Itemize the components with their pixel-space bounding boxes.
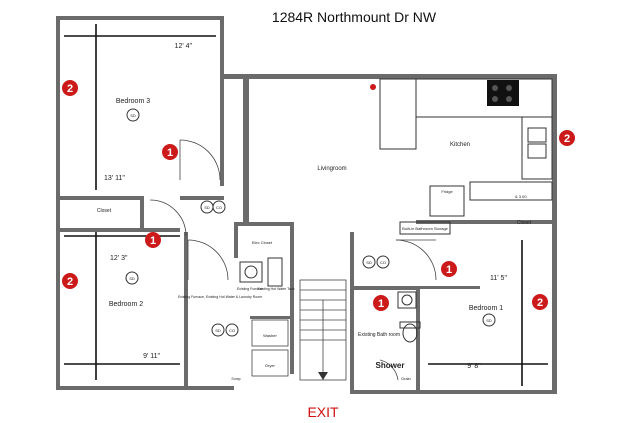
- co-detector-icon: [212, 200, 226, 214]
- stairs: [299, 279, 347, 381]
- kitchen-label: Kitchen: [450, 142, 470, 148]
- closet-right-label: Closet: [517, 220, 532, 226]
- svg-text:1: 1: [167, 147, 173, 159]
- built-in-storage-label: Built-in Bathroom Storage: [402, 226, 449, 231]
- svg-text:2: 2: [67, 276, 73, 288]
- egress-markers: 2 1 1 2 2 1 1 2: [62, 80, 575, 311]
- shower-drain-label: Drain: [401, 376, 411, 381]
- bedroom1-height: 11' 5": [490, 275, 507, 282]
- svg-text:SD: SD: [366, 260, 372, 265]
- bedroom3-width: 12' 4": [175, 43, 193, 50]
- washer: [251, 319, 289, 347]
- marker-two-bedroom2: 2: [62, 273, 78, 289]
- fridge-label: Fridge: [441, 189, 453, 194]
- laundry-label: Existing Furnace, Existing Hot Water & L…: [178, 295, 262, 299]
- bedroom2-label: Bedroom 2: [109, 301, 143, 308]
- svg-text:SD: SD: [130, 113, 136, 118]
- furnace-icons: [239, 257, 283, 287]
- doors: [149, 139, 437, 381]
- co-detector-icon: [376, 255, 390, 269]
- shower-label: Shower: [376, 361, 405, 370]
- bathroom-fixtures: [397, 291, 421, 343]
- marker-one-bedroom3: 1: [162, 144, 178, 160]
- bathroom-label: Existing Bath room: [358, 332, 400, 338]
- marker-dot: [370, 84, 376, 90]
- livingroom-label: Livingroom: [317, 166, 346, 172]
- smoke-detector-icon: [125, 271, 139, 285]
- kitchen-counters: Fridge & 3.00 Built-in Bathroom Storage: [379, 78, 553, 235]
- detector-symbols: SD SD CO SD SD CO SD CO SD: [125, 108, 496, 337]
- washer-label: Washer: [263, 333, 277, 338]
- marker-two-bedroom3: 2: [62, 80, 78, 96]
- svg-text:2: 2: [537, 297, 543, 309]
- hot-water-label: Existing Hot Water Tank: [257, 287, 294, 291]
- closet-left-label: Closet: [97, 208, 112, 214]
- marker-two-bedroom1: 2: [532, 294, 548, 310]
- smoke-detector-icon: [482, 313, 496, 327]
- smoke-detector-icon: [211, 323, 225, 337]
- bedroom2-height: 12' 3": [110, 255, 128, 262]
- svg-text:1: 1: [446, 264, 452, 276]
- bedroom3-height: 13' 11": [104, 175, 125, 182]
- plan-title: 1284R Northmount Dr NW: [272, 9, 437, 25]
- svg-text:2: 2: [67, 83, 73, 95]
- co-detector-icon: [225, 323, 239, 337]
- dryer: [251, 349, 289, 377]
- bedroom3-label: Bedroom 3: [116, 98, 150, 105]
- walls: [56, 16, 557, 394]
- svg-text:SD: SD: [204, 205, 210, 210]
- marker-one-bedroom2: 1: [145, 232, 161, 248]
- bedroom1-label: Bedroom 1: [469, 305, 503, 312]
- dimension-lines: [64, 24, 548, 386]
- svg-text:1: 1: [378, 298, 384, 310]
- exit-label: EXIT: [307, 404, 339, 420]
- smoke-detector-icon: [126, 108, 140, 122]
- smoke-detector-icon: [362, 255, 376, 269]
- marker-one-hall: 1: [441, 261, 457, 277]
- marker-two-kitchen: 2: [559, 130, 575, 146]
- svg-text:2: 2: [564, 133, 570, 145]
- svg-text:CO: CO: [229, 328, 235, 333]
- sump-label: Sump: [231, 377, 240, 381]
- svg-text:SD: SD: [215, 328, 221, 333]
- stove-icon: [487, 80, 519, 106]
- svg-text:SD: SD: [129, 276, 135, 281]
- svg-text:CO: CO: [216, 205, 222, 210]
- marker-one-bath: 1: [373, 295, 389, 311]
- svg-text:SD: SD: [486, 318, 492, 323]
- bedroom2-width: 9' 11": [143, 353, 160, 360]
- furnace-label: Existing Furnace: [237, 287, 263, 291]
- elec-closet-label: Elec Closet: [252, 240, 273, 245]
- svg-text:1: 1: [150, 235, 156, 247]
- kitchen-dim: & 3.00: [515, 194, 527, 199]
- svg-text:CO: CO: [380, 260, 386, 265]
- dryer-label: Dryer: [265, 363, 275, 368]
- bedroom1-width: 9' 8": [467, 363, 481, 370]
